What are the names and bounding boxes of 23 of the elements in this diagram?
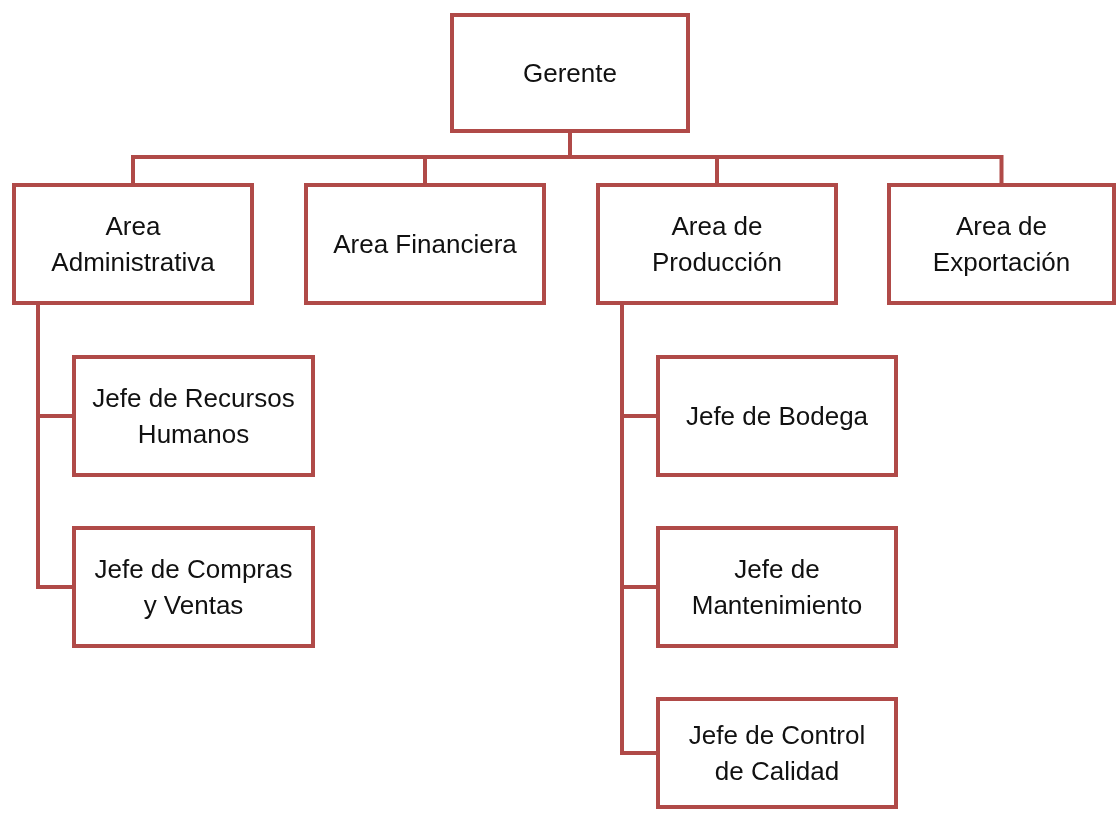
- position-title: Jefe de Bodega: [685, 399, 869, 433]
- position-title: Area de Producción: [650, 209, 784, 279]
- connector-line: [36, 305, 72, 589]
- position-title: Jefe de Compras y Ventas: [93, 552, 294, 622]
- org-box: [12, 183, 254, 305]
- org-box: [304, 183, 546, 305]
- org-box: [72, 526, 315, 648]
- position-title: Jefe de Control de Calidad: [687, 718, 867, 788]
- connector-line: [568, 133, 1004, 183]
- position-title: Area Administrativa: [50, 209, 216, 279]
- position-title: Area Financiera: [333, 227, 517, 261]
- position-title: Area de Exportación: [931, 209, 1072, 279]
- position-title: Jefe de Recursos Humanos: [91, 381, 296, 451]
- org-box: [72, 355, 315, 477]
- org-box: [450, 13, 690, 133]
- connector-line: [620, 305, 656, 755]
- org-box: [596, 183, 838, 305]
- org-box: [656, 355, 898, 477]
- org-box: [656, 697, 898, 809]
- org-box: [887, 183, 1116, 305]
- position-title: Gerente: [523, 56, 617, 90]
- org-box: [656, 526, 898, 648]
- position-title: Jefe de Mantenimiento: [690, 552, 864, 622]
